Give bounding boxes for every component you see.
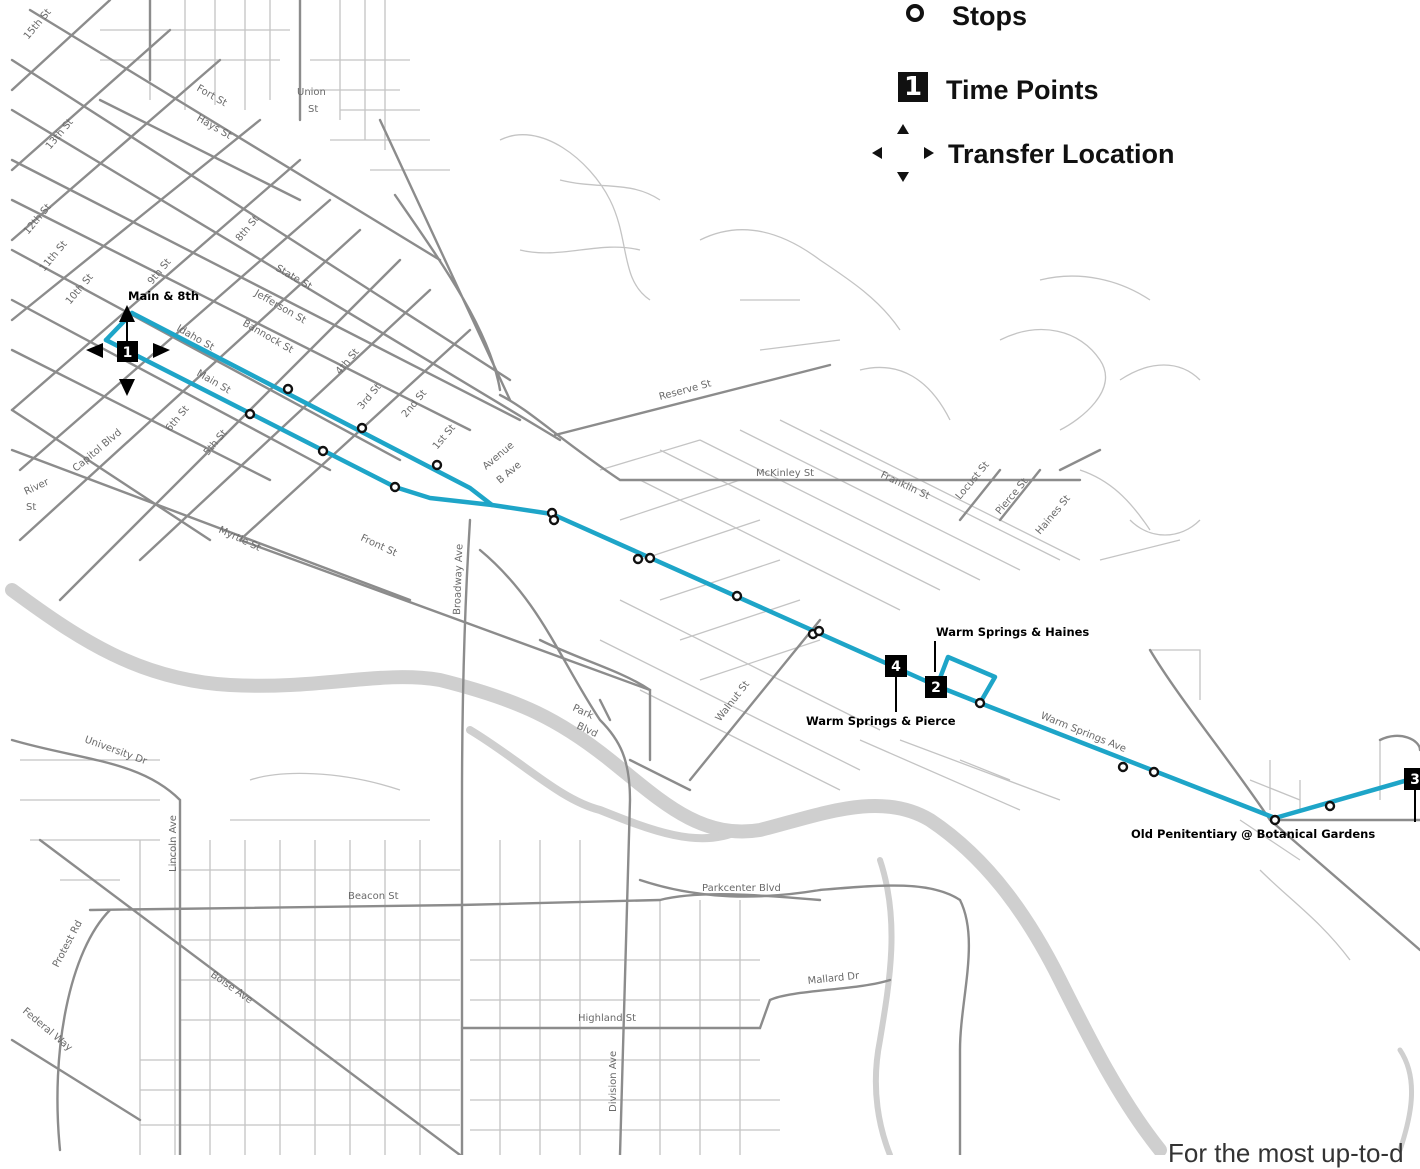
street-label: Walnut St [714,679,752,724]
svg-text:2: 2 [931,680,941,696]
legend-transfer: Transfer Location [872,124,1175,182]
transfer-arrows-icon [872,124,934,182]
stop[interactable] [282,383,294,395]
street-label: Beacon St [348,891,399,902]
street-label: McKinley St [756,468,814,479]
legend-time-points: 1 Time Points [880,70,1099,110]
street-label: Pierce St [994,476,1031,517]
street-label: Haines St [1034,493,1073,537]
street-label: River [23,476,52,497]
street-label: 10th St [64,272,96,307]
street-label: Hays St [195,113,234,142]
street-label: St [26,502,36,513]
street-label: Reserve St [658,378,713,403]
stop[interactable] [1148,766,1160,778]
street-label: St [308,104,318,115]
time-point-icon: 1 [898,72,928,102]
street-label: Fort St [195,83,229,109]
stop[interactable] [632,553,644,565]
stops [244,383,1336,826]
stop[interactable] [1324,800,1336,812]
street-label: Union [297,87,326,98]
street-label: University Dr [83,734,149,767]
time-point-3-label: Old Penitentiary @ Botanical Gardens [1131,827,1375,841]
time-point-4[interactable]: 4 Warm Springs & Pierce [806,655,956,728]
street-label: Mallard Dr [807,971,860,987]
street-label: 8th St [234,214,262,244]
major-streets [10,0,1420,1155]
stop[interactable] [317,445,329,457]
route-line [103,310,1418,821]
time-point-4-label: Warm Springs & Pierce [806,714,956,728]
street-label: Main St [195,368,233,396]
stop[interactable] [548,514,560,526]
legend-stops: Stops [880,0,1027,36]
street-label: B Ave [495,460,524,487]
time-point-1-label: Main & 8th [128,289,199,303]
street-label: Boise Ave [208,969,254,1006]
legend-stops-label: Stops [952,0,1028,31]
svg-text:4: 4 [891,659,901,675]
minor-streets [20,0,1381,1155]
stop[interactable] [1269,814,1281,826]
street-label: Parkcenter Blvd [702,883,781,894]
street-label: 6th St [164,404,192,434]
street-label: Lincoln Ave [168,815,179,872]
stop[interactable] [644,552,656,564]
time-point-1[interactable]: 1 Main & 8th [117,289,199,362]
street-label: 2nd St [400,388,429,420]
street-label: 15th St [22,7,54,42]
stop[interactable] [244,408,256,420]
transfer-arrows-icon [86,305,170,396]
street-label: Broadway Ave [452,544,465,615]
time-point-2-label: Warm Springs & Haines [936,625,1089,639]
stop[interactable] [1117,761,1129,773]
stop-icon [906,4,924,22]
svg-text:1: 1 [123,345,133,361]
street-label: Myrtle St [217,525,262,554]
stop[interactable] [431,459,443,471]
street-label: Front St [359,533,399,559]
stop[interactable] [974,697,986,709]
footer-note: For the most up-to-d [1168,1138,1404,1168]
legend-transfer-label: Transfer Location [948,138,1175,169]
time-point-2[interactable]: 2 Warm Springs & Haines [925,625,1089,698]
street-label: Franklin St [879,470,932,502]
time-point-3[interactable]: 3 Old Penitentiary @ Botanical Gardens [1131,768,1420,841]
street-label: Highland St [578,1013,636,1024]
map-legend: Stops 1 Time Points Transfer Location [872,0,1260,200]
street-label: Division Ave [608,1051,619,1112]
svg-text:3: 3 [1410,772,1420,788]
street-label: 11th St [38,239,70,274]
legend-time-points-label: Time Points [946,74,1099,105]
stop[interactable] [731,590,743,602]
street-label: 3rd St [356,382,384,412]
river [5,583,1414,1155]
stop[interactable] [813,625,825,637]
street-label: 1st St [431,423,458,452]
stop[interactable] [389,481,401,493]
stop[interactable] [356,422,368,434]
